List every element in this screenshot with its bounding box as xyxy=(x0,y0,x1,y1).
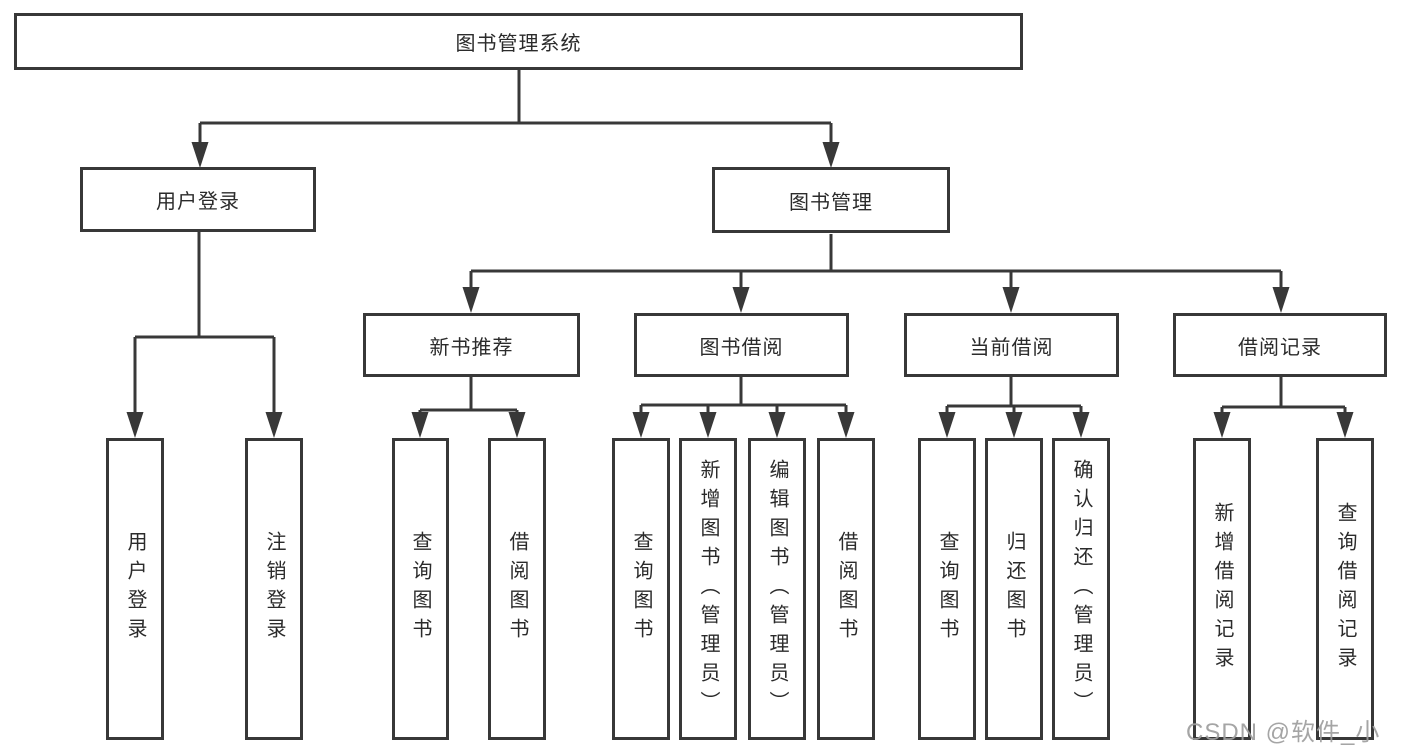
arrowhead xyxy=(462,287,480,313)
node-user-login: 用户登录 xyxy=(80,167,316,232)
arrowhead xyxy=(191,142,209,168)
connector-borrowing-to-leaves xyxy=(632,377,855,438)
arrowhead xyxy=(1005,412,1023,438)
leaf-borrow-books-recommend: 借阅图书 xyxy=(488,438,546,740)
arrowhead xyxy=(699,412,717,438)
csdn-watermark: CSDN @软件_小贺同学 xyxy=(1186,719,1381,746)
node-borrowing-records: 借阅记录 xyxy=(1173,313,1387,377)
connector-userlogin-to-leaves xyxy=(126,232,283,438)
arrowhead xyxy=(822,142,840,168)
leaf-borrow-books: 借阅图书 xyxy=(817,438,875,740)
connector-newbooks-to-leaves xyxy=(411,377,526,438)
node-book-management: 图书管理 xyxy=(712,167,950,233)
arrowhead xyxy=(938,412,956,438)
leaf-query-books-borrowing: 查询图书 xyxy=(612,438,670,740)
leaf-user-login: 用户登录 xyxy=(106,438,164,740)
connector-root-to-level2 xyxy=(191,70,840,168)
arrowhead xyxy=(126,412,144,438)
arrowhead xyxy=(411,412,429,438)
connector-bookmgmt-to-level3 xyxy=(462,234,1290,313)
node-root-system: 图书管理系统 xyxy=(14,13,1023,70)
leaf-return-books: 归还图书 xyxy=(985,438,1043,740)
leaf-edit-books-admin: 编辑图书（管理员） xyxy=(748,438,806,740)
node-current-borrowing: 当前借阅 xyxy=(904,313,1119,377)
arrowhead xyxy=(265,412,283,438)
arrowhead xyxy=(1213,412,1231,438)
leaf-logout: 注销登录 xyxy=(245,438,303,740)
arrowhead xyxy=(768,412,786,438)
arrowhead xyxy=(632,412,650,438)
arrowhead xyxy=(732,287,750,313)
arrowhead xyxy=(508,412,526,438)
arrowhead xyxy=(1336,412,1354,438)
arrowhead xyxy=(1272,287,1290,313)
leaf-query-books-recommend: 查询图书 xyxy=(391,438,449,740)
arrowhead xyxy=(1002,287,1020,313)
arrowhead xyxy=(1072,412,1090,438)
connector-current-to-leaves xyxy=(938,377,1090,438)
leaf-confirm-return-admin: 确认归还（管理员） xyxy=(1052,438,1110,740)
node-new-book-recommend: 新书推荐 xyxy=(363,313,580,377)
node-book-borrowing: 图书借阅 xyxy=(634,313,849,377)
leaf-query-borrow-record: 查询借阅记录 xyxy=(1316,438,1374,740)
leaf-query-books-current: 查询图书 xyxy=(918,438,976,740)
connector-records-to-leaves xyxy=(1213,377,1354,438)
leaf-add-borrow-record: 新增借阅记录 xyxy=(1193,438,1251,740)
arrowhead xyxy=(837,412,855,438)
leaf-add-books-admin: 新增图书（管理员） xyxy=(679,438,737,740)
